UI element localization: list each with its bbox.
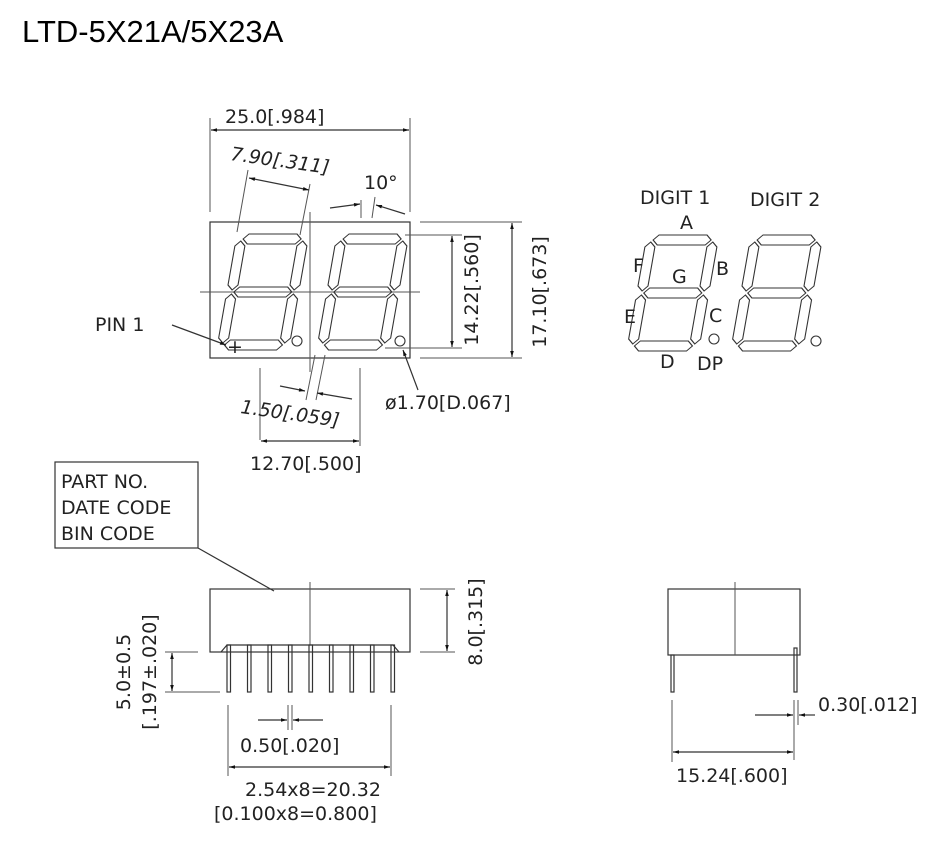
segment-d [633, 340, 694, 352]
pin-2 [246, 644, 252, 693]
front-view: + 25.0[.984] 7.90[.311] 10° 14.22[.560] … [95, 106, 551, 475]
segment-c [380, 293, 399, 344]
segment-f [227, 240, 246, 291]
pin-1 [226, 644, 232, 693]
pin-length-dim-mm: 5.0±0.5 [113, 634, 135, 710]
segment-width-dim: 1.50[.059] [239, 396, 341, 432]
drawing-title: LTD-5X21A/5X23A [22, 14, 284, 49]
segment-label-b: B [716, 258, 729, 280]
map-dp-digit2 [810, 335, 822, 347]
pin-3 [267, 644, 273, 693]
marking-line-date-code: DATE CODE [61, 497, 171, 519]
segment-label-c: C [709, 305, 722, 327]
segment-b [803, 241, 822, 292]
width-dim: 25.0[.984] [225, 106, 324, 128]
marking-line-part-no: PART NO. [61, 471, 148, 493]
segment-g [332, 286, 393, 298]
map-digits [628, 234, 822, 352]
segment-c [794, 294, 813, 345]
segment-b [389, 240, 408, 291]
pin-8 [369, 644, 375, 693]
segment-d [223, 339, 284, 351]
segment-label-e: E [624, 306, 636, 328]
pin1-marker: + [227, 336, 243, 358]
segment-label-a: A [680, 212, 693, 234]
segment-map: DIGIT 1 DIGIT 2 A F B G E C D DP [624, 187, 822, 375]
slant-angle: 10° [364, 172, 398, 194]
pin-9 [390, 644, 396, 693]
map-dp-digit1 [708, 333, 720, 345]
segment-f [741, 241, 760, 292]
segment-e [732, 294, 751, 345]
segment-d [323, 339, 384, 351]
segment-b [289, 240, 308, 291]
segment-g [746, 287, 807, 299]
segment-g [642, 287, 703, 299]
end-pin-right [793, 647, 798, 693]
digit1-label: DIGIT 1 [640, 187, 710, 209]
pin-thickness-dim: 0.30[.012] [818, 694, 917, 716]
pin1-label: PIN 1 [95, 314, 144, 336]
digit-width-dim: 7.90[.311] [229, 143, 331, 179]
segment-e [318, 293, 337, 344]
digit-height-dim: 14.22[.560] [461, 234, 483, 346]
segment-g [232, 286, 293, 298]
segment-f [327, 240, 346, 291]
segment-a [756, 234, 816, 246]
pin-span-dim-mm: 2.54x8=20.32 [245, 779, 381, 801]
front-digits [218, 233, 408, 351]
pin-length-dim-in: [.197±.020] [139, 614, 161, 729]
dp-diameter-dim: ø1.70[D.067] [385, 392, 511, 414]
segment-e [628, 294, 647, 345]
pin-7 [349, 644, 355, 693]
marking-leader-line [197, 547, 275, 592]
front-digit-2 [318, 233, 408, 351]
side-view: 8.0[.315] 5.0±0.5 [.197±.020] 0.50[.020]… [113, 578, 487, 825]
body-height-dim: 17.10[.673] [529, 236, 551, 348]
digit2-label: DIGIT 2 [750, 189, 820, 211]
segment-label-f: F [633, 255, 644, 277]
pin-width-dim: 0.50[.020] [240, 735, 339, 757]
segment-d [737, 340, 798, 352]
segment-a [242, 233, 302, 245]
marking-box: PART NO. DATE CODE BIN CODE [54, 461, 275, 592]
segment-label-g: G [672, 266, 687, 288]
digit-pitch-dim: 12.70[.500] [250, 453, 362, 475]
row-spacing-dim: 15.24[.600] [676, 765, 788, 787]
dp-digit2 [394, 335, 406, 347]
end-body-outline [667, 588, 801, 656]
segment-b [699, 241, 718, 292]
end-view: 0.30[.012] 15.24[.600] [667, 582, 917, 787]
segment-c [690, 294, 709, 345]
segment-label-d: D [660, 351, 675, 373]
segment-a [652, 234, 712, 246]
map-digit-2 [732, 234, 822, 352]
map-digit-1 [628, 234, 718, 352]
pin-6 [328, 644, 334, 693]
pin-5 [308, 644, 314, 693]
side-pins [220, 644, 400, 693]
segment-label-dp: DP [697, 353, 723, 375]
marking-line-bin-code: BIN CODE [61, 523, 155, 545]
side-body-height-dim: 8.0[.315] [465, 578, 487, 665]
pin-span-dim-in: [0.100x8=0.800] [214, 803, 377, 825]
dp-digit1 [291, 335, 303, 347]
segment-f [637, 241, 656, 292]
pin-4 [287, 644, 293, 693]
segment-c [280, 293, 299, 344]
end-pin-left [670, 654, 675, 693]
segment-a [342, 233, 402, 245]
